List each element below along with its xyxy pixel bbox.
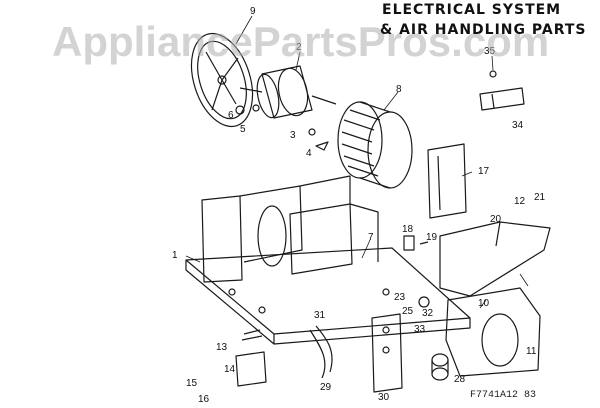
part-label-9: 9 [250,6,256,17]
part-label-10: 10 [478,298,490,309]
part-label-21: 21 [534,192,546,203]
control-box-part[interactable] [371,296,430,393]
part-label-33: 33 [414,324,426,335]
watermark: AppliancePartsPros.com [52,18,550,65]
part-label-28: 28 [454,374,466,385]
fan-motor-part[interactable] [239,65,337,120]
part-label-19: 19 [426,232,438,243]
part-label-5: 5 [240,124,246,135]
part-label-18: 18 [402,224,414,235]
air-duct-part[interactable] [439,221,551,297]
part-label-23: 23 [394,292,406,303]
part-label-11: 11 [526,346,537,357]
part-label-8: 8 [396,84,402,95]
switch-part[interactable] [403,235,429,251]
motor-hardware-parts[interactable] [235,104,329,151]
part-label-20: 20 [490,214,502,225]
part-label-6: 6 [228,110,234,121]
control-panel-part[interactable] [427,143,467,219]
part-label-2: 2 [296,42,302,53]
base-pan-part[interactable] [185,247,471,345]
part-label-16: 16 [198,394,210,405]
scroll-housing-part[interactable] [445,287,541,377]
part-label-14: 14 [224,364,236,375]
blower-scroll-part[interactable] [201,175,379,283]
part-label-30: 30 [378,392,390,403]
part-label-17: 17 [478,166,490,177]
part-label-13: 13 [216,342,228,353]
part-label-35: 35 [484,46,496,57]
part-label-34: 34 [512,120,524,131]
part-label-15: 15 [186,378,198,389]
part-label-1: 1 [172,250,178,261]
part-label-3: 3 [290,130,296,141]
wiring-harness-part[interactable] [309,325,333,379]
part-label-12: 12 [514,196,526,207]
part-label-7: 7 [368,232,374,243]
capacitor-part[interactable] [431,353,449,381]
diagram-title-line-1: ELECTRICAL SYSTEM [382,2,562,18]
fan-blade-part[interactable] [181,26,264,135]
part-label-32: 32 [422,308,434,319]
bracket-part[interactable] [479,70,525,111]
part-number-labels: 9 2 6 5 3 4 8 35 34 17 12 21 20 1 7 18 1… [172,6,546,405]
diagram-title-line-2: & AIR HANDLING PARTS [380,22,587,38]
part-label-31: 31 [314,310,326,321]
figure-code: F7741A12 83 [470,390,537,401]
part-label-25: 25 [402,306,414,317]
part-label-4: 4 [306,148,312,159]
leader-lines [185,15,529,309]
part-label-29: 29 [320,382,332,393]
terminal-block-part[interactable] [235,329,267,387]
blower-wheel-part[interactable] [337,101,413,189]
